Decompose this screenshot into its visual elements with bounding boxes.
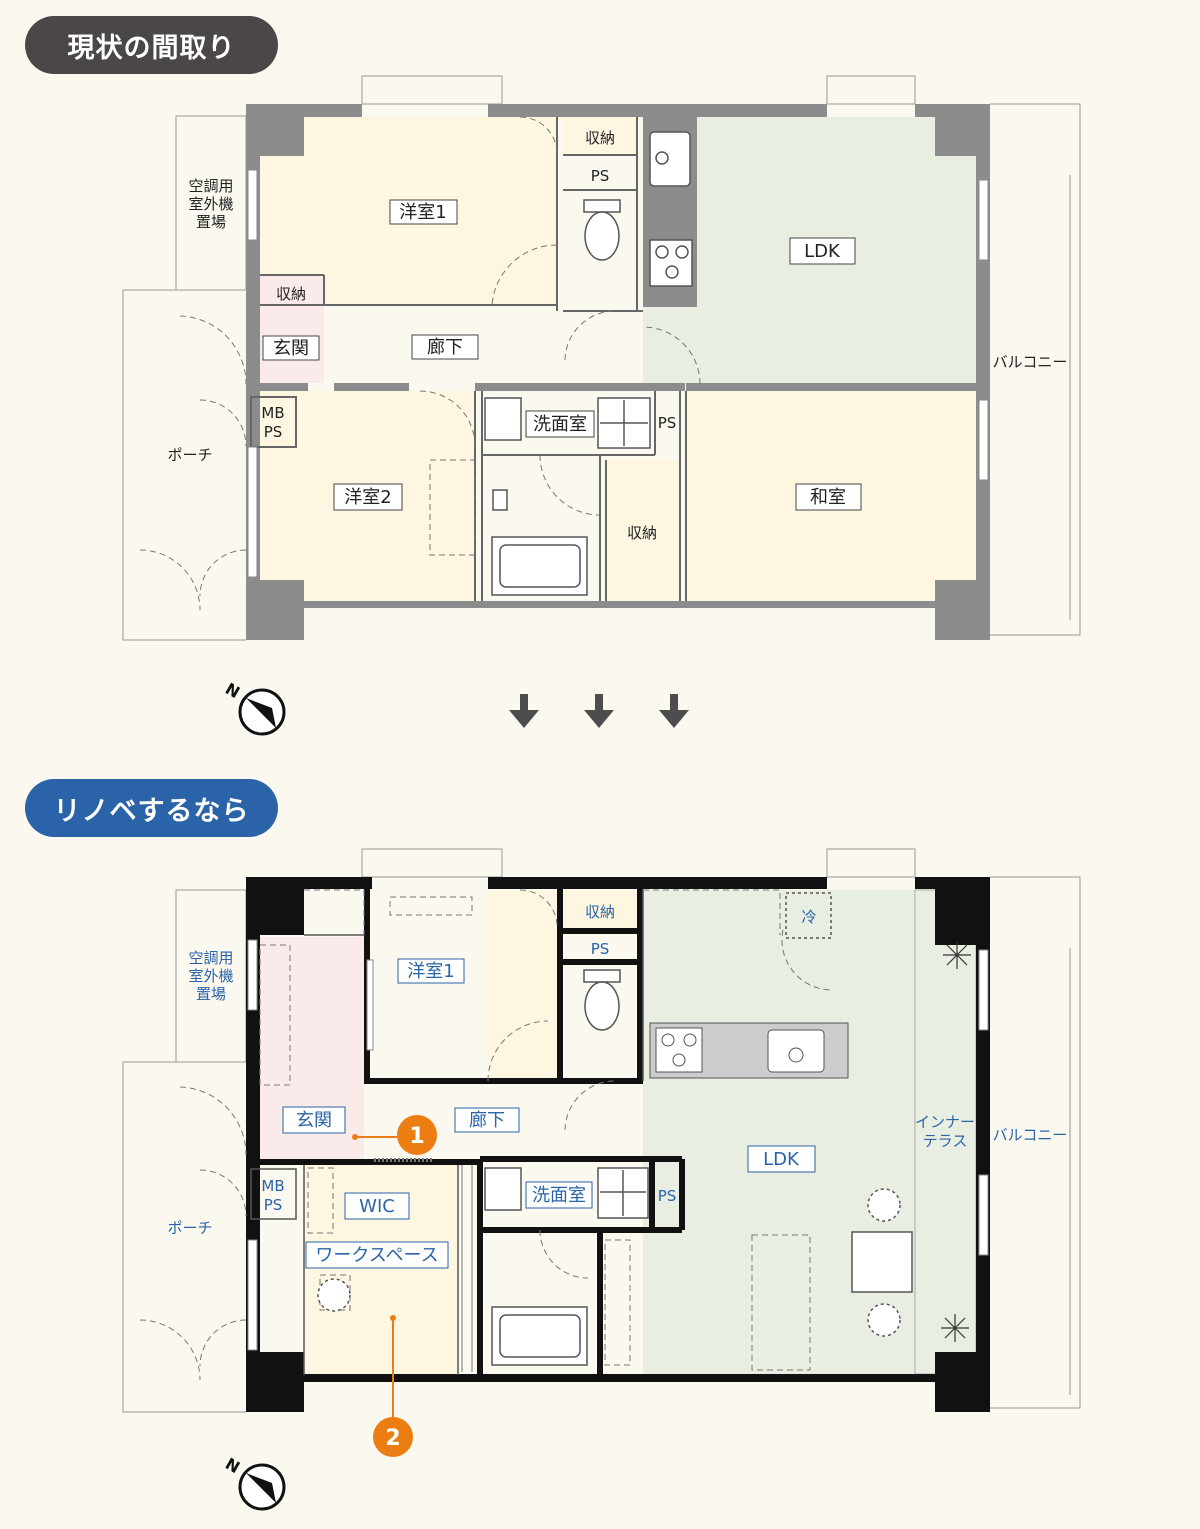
current-room-labels: 洋室1 LDK 廊下 玄関 洋室2 洗面室 和室 収納 PS 収納 収納 PS …: [167, 129, 1067, 542]
renovated-room-labels: 洋室1 LDK 廊下 玄関 WIC ワークスペース 洗面室 収納 PS PS 冷…: [167, 903, 1068, 1269]
workspace-label: ワークスペース: [315, 1245, 438, 1266]
transition-arrows: [509, 694, 689, 728]
kitchen-counter: [649, 1022, 849, 1079]
hallway-label-reno: 廊下: [469, 1110, 505, 1131]
fixtures-reno: [317, 892, 913, 1366]
storage-top-label-reno: 収納: [585, 903, 615, 921]
western-room2-label: 洋室2: [344, 487, 391, 508]
ac-label-line3-reno: 置場: [196, 985, 226, 1003]
porch-label: ポーチ: [167, 446, 212, 464]
storage-top-label: 収納: [585, 129, 615, 147]
mbps-label-line1-reno: MB: [261, 1177, 284, 1195]
renovation-layout-heading: リノベするなら: [25, 779, 278, 837]
entrance-label: 玄関: [273, 338, 309, 359]
svg-text:N: N: [222, 679, 243, 702]
ps-wash-label: PS: [658, 414, 677, 432]
storage-top-area: [563, 117, 637, 155]
hallway-label: 廊下: [427, 337, 463, 358]
mbps-label-line2: PS: [264, 423, 283, 441]
svg-text:N: N: [222, 1454, 243, 1477]
fridge-label: 冷: [801, 908, 816, 926]
wic-label: WIC: [359, 1196, 395, 1217]
ac-label-line1: 空調用: [188, 177, 233, 195]
ps-top-label: PS: [591, 167, 610, 185]
inner-terrace-label-line2: テラス: [923, 1132, 968, 1150]
wash-basin-icon: [484, 1167, 522, 1211]
ps-top-label-reno: PS: [591, 940, 610, 958]
marker-1-label: 1: [409, 1124, 424, 1149]
down-arrow-icon: [659, 694, 689, 728]
sink-icon: [767, 1029, 825, 1073]
wic-rod: [374, 1158, 473, 1372]
wash-basin-icon: [484, 397, 522, 441]
ldk-label-reno: LDK: [763, 1149, 800, 1170]
storage-left-label: 収納: [276, 285, 306, 303]
compass-icon: N: [222, 1454, 286, 1511]
fixtures: [484, 131, 693, 596]
washroom-label: 洗面室: [533, 414, 587, 435]
storage-bottom-label: 収納: [627, 524, 657, 542]
toilet-icon: [583, 969, 621, 983]
entrance-label-reno: 玄関: [296, 1110, 332, 1131]
outside-outline-reno: [122, 848, 1081, 1413]
japanese-room-label: 和室: [810, 487, 846, 508]
current-floor-plan: 洋室1 LDK 廊下 玄関 洋室2 洗面室 和室 収納 PS 収納 収納 PS …: [122, 75, 1081, 736]
marker-1: [397, 1115, 437, 1155]
door-swings: [139, 116, 701, 611]
down-arrow-icon: [509, 694, 539, 728]
marker-2-label: 2: [385, 1426, 400, 1451]
dining-table: [851, 1231, 913, 1293]
ac-label-line1-reno: 空調用: [188, 949, 233, 967]
washroom-label-reno: 洗面室: [532, 1185, 586, 1206]
storage-top-area-reno: [563, 890, 637, 928]
ac-label-line3: 置場: [196, 213, 226, 231]
callout-markers: 1 2: [352, 1115, 437, 1457]
toilet-icon: [583, 199, 621, 213]
current-layout-heading: 現状の間取り: [25, 16, 278, 74]
western-room1-strip: [488, 890, 557, 1078]
storage-bottom-area: [606, 460, 680, 601]
plant-icon: [941, 941, 971, 1342]
mbps-label-line1: MB: [261, 404, 284, 422]
balcony-label: バルコニー: [993, 353, 1068, 371]
porch-label-reno: ポーチ: [167, 1219, 212, 1237]
inner-terrace-label-line1: インナー: [915, 1113, 975, 1131]
marker-2: [373, 1417, 413, 1457]
western-room1-label-reno: 洋室1: [407, 961, 454, 982]
mbps-label-line2-reno: PS: [264, 1196, 283, 1214]
compass-icon: N: [222, 679, 286, 736]
sink-icon: [649, 131, 691, 187]
windows: [247, 169, 989, 578]
interior-walls-reno: [246, 889, 685, 1374]
ldk-label: LDK: [804, 241, 841, 262]
balcony-label-reno: バルコニー: [993, 1126, 1068, 1144]
stove-icon: [655, 1027, 703, 1073]
ps-wash-label-reno: PS: [658, 1187, 677, 1205]
renovated-floor-plan: 洋室1 LDK 廊下 玄関 WIC ワークスペース 洗面室 収納 PS PS 冷…: [122, 848, 1081, 1511]
ac-label-line2-reno: 室外機: [188, 967, 233, 985]
interior-lines-reno: [250, 890, 644, 1375]
door-swings-reno: [139, 889, 834, 1381]
windows-reno: [247, 939, 989, 1351]
down-arrow-icon: [584, 694, 614, 728]
western-room1-label: 洋室1: [399, 202, 446, 223]
inner-terrace-area: [914, 889, 977, 1375]
entrance-area: [260, 275, 324, 383]
ac-label-line2: 室外機: [188, 195, 233, 213]
